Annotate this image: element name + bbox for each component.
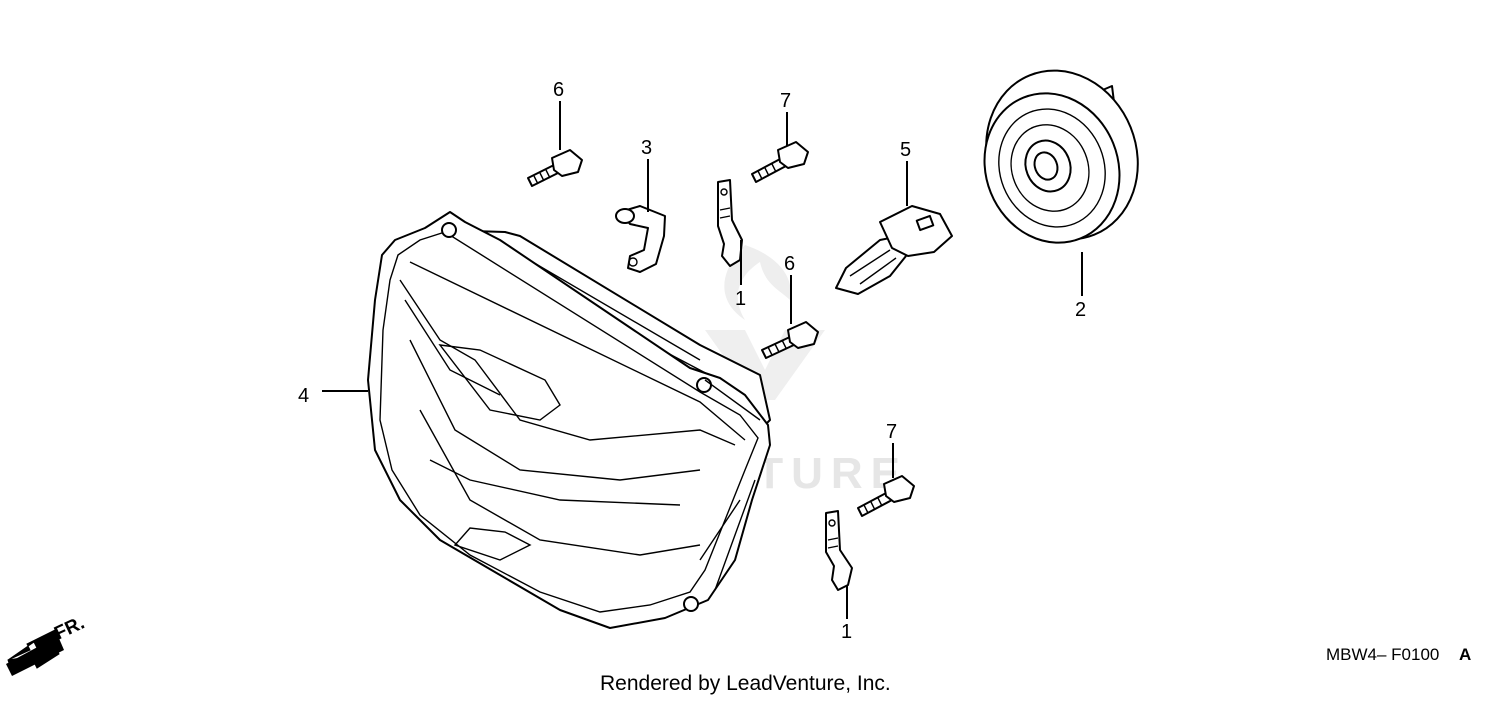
callout-6-upper: 6 [553, 79, 564, 101]
diagram-ref-code: MBW4– F0100 [1326, 645, 1439, 664]
headlight-assembly [367, 211, 771, 629]
part-6-bolt-upper [527, 149, 583, 187]
callout-1-lower: 1 [841, 621, 852, 643]
render-credit: Rendered by LeadVenture, Inc. [600, 672, 891, 695]
front-arrow-icon [6, 629, 64, 676]
part-3-bracket [615, 205, 666, 273]
part-6-bolt-middle [761, 321, 819, 359]
callout-7-lower: 7 [886, 421, 897, 443]
callout-4: 4 [298, 385, 309, 407]
leader-lines [322, 101, 1083, 619]
part-7-bolt-lower [857, 475, 915, 517]
callout-7-upper: 7 [780, 90, 791, 112]
callout-1-upper: 1 [735, 288, 746, 310]
part-1-clip-lower [825, 510, 853, 591]
part-2-dust-cover [983, 69, 1139, 244]
part-7-bolt-upper [751, 141, 809, 183]
part-1-clip-upper [717, 179, 743, 267]
diagram-ref-suffix: A [1459, 645, 1471, 664]
callout-labels: 6 3 7 1 6 5 2 4 7 1 [298, 79, 1086, 643]
part-5-bulb [835, 205, 953, 295]
callout-6-middle: 6 [784, 253, 795, 275]
callout-5: 5 [900, 139, 911, 161]
callout-3: 3 [641, 137, 652, 159]
callout-2: 2 [1075, 299, 1086, 321]
